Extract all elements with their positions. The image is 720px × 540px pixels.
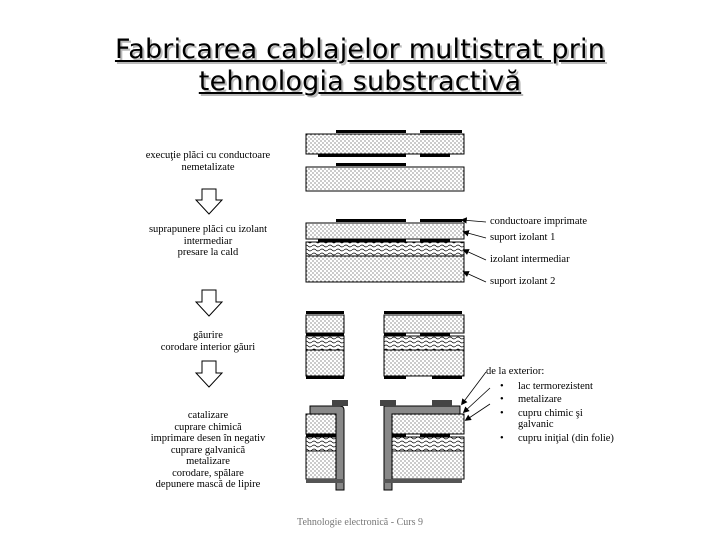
down-arrow-icon <box>194 360 224 388</box>
step-3-line-2: corodare interior găuri <box>160 341 256 353</box>
label-suport-1: suport izolant 1 <box>490 232 556 243</box>
step-4-line-6: corodare, spălare <box>172 467 244 479</box>
exterior-item: cupru iniţial (din folie) <box>500 433 616 445</box>
stage4-metallized <box>305 400 465 491</box>
step-4-line-7: depunere mască de lipire <box>155 479 261 490</box>
label-suport-2: suport izolant 2 <box>490 276 556 287</box>
step-2-line-1: suprapunere plăci cu izolant <box>148 224 268 235</box>
label-conductoare: conductoare imprimate <box>490 216 588 227</box>
title-line-1: Fabricarea cablajelor multistrat prin <box>114 34 606 65</box>
step-2-line-3: presare la cald <box>177 247 239 258</box>
step-4-line-1: catalizare <box>187 410 229 421</box>
step-1: execuţie plăci cu conductoare nemetaliza… <box>128 150 288 173</box>
exterior-item: cupru chimic şi galvanic <box>500 408 616 431</box>
stage3-drilled <box>305 311 465 379</box>
step-4-line-2: cuprare chimică <box>174 421 242 433</box>
exterior-item: metalizare <box>500 394 616 406</box>
label-leaders <box>460 217 491 421</box>
slide-title: Fabricarea cablajelor multistrat prin te… <box>0 34 720 98</box>
stage1-plates <box>305 130 465 192</box>
exterior-item: lac termorezistent <box>500 381 616 393</box>
step-4: catalizare cuprare chimică imprimare des… <box>128 410 288 491</box>
title-line-2: tehnologia substractivă <box>198 66 522 97</box>
step-4-line-5: metalizare <box>186 456 230 467</box>
step-4-line-4: cuprare galvanică <box>170 444 246 456</box>
step-4-line-3: imprimare desen în negativ <box>150 433 266 444</box>
down-arrow-icon <box>194 188 224 215</box>
footer-text: Tehnologie electronică - Curs 9 <box>297 517 423 528</box>
step-3-line-1: găurire <box>193 330 223 341</box>
stage2-laminate <box>305 219 465 283</box>
step-3: găurire corodare interior găuri <box>128 330 288 353</box>
down-arrows <box>194 188 224 388</box>
step-2: suprapunere plăci cu izolant intermediar… <box>128 224 288 259</box>
exterior-heading: de la exterior: <box>486 366 545 377</box>
step-1-line-1: execuţie plăci cu conductoare <box>145 150 271 161</box>
down-arrow-icon <box>194 289 224 317</box>
step-2-line-2: intermediar <box>183 235 233 247</box>
exterior-legend: de la exterior: lac termorezistent metal… <box>486 366 616 446</box>
step-1-line-2: nemetalizate <box>181 161 235 173</box>
label-izolant: izolant intermediar <box>490 254 570 265</box>
